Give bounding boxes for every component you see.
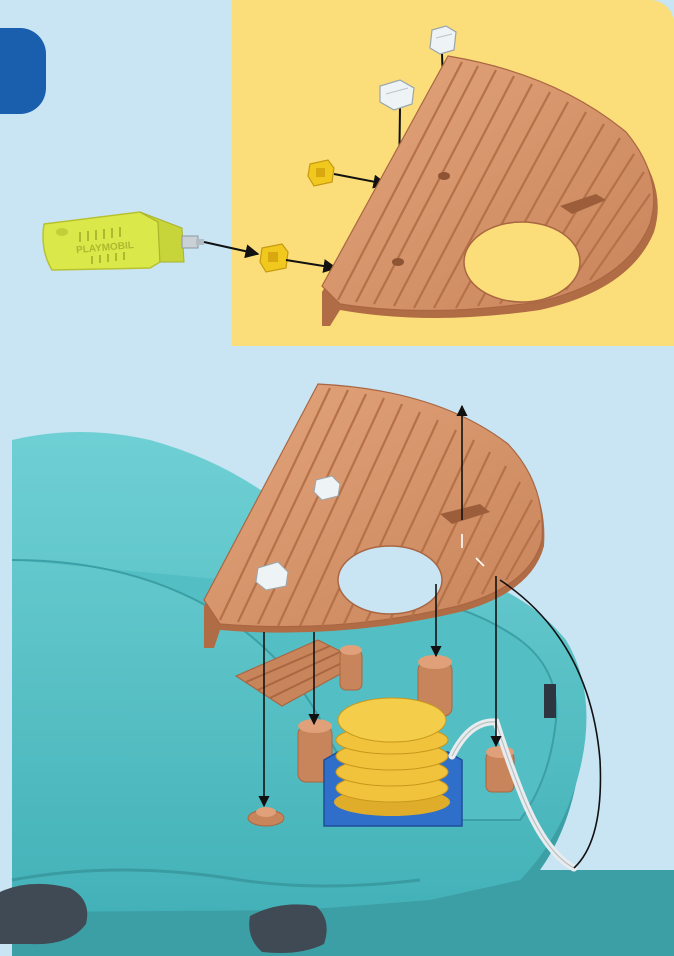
pool-clip-icon — [544, 684, 556, 718]
clear-peg-icon — [313, 475, 341, 501]
tool-brand-text: PLAYMOBIL — [76, 240, 135, 256]
yellow-connector-icon — [259, 243, 289, 273]
deck-platform-main — [203, 383, 545, 648]
main-arrows — [258, 404, 602, 869]
pump — [323, 697, 463, 827]
tube-outline — [451, 721, 575, 869]
clear-peg-icon — [429, 25, 457, 55]
playmobil-tool: PLAYMOBIL — [42, 211, 204, 271]
step-number-badge — [0, 28, 46, 114]
yellow-connector-icon — [307, 159, 335, 187]
stone-decoration — [0, 883, 327, 953]
clear-peg-icon — [255, 561, 289, 591]
deck-platform-inset — [321, 55, 658, 326]
guide-dashes — [461, 534, 485, 567]
clear-peg-icon — [379, 79, 415, 111]
